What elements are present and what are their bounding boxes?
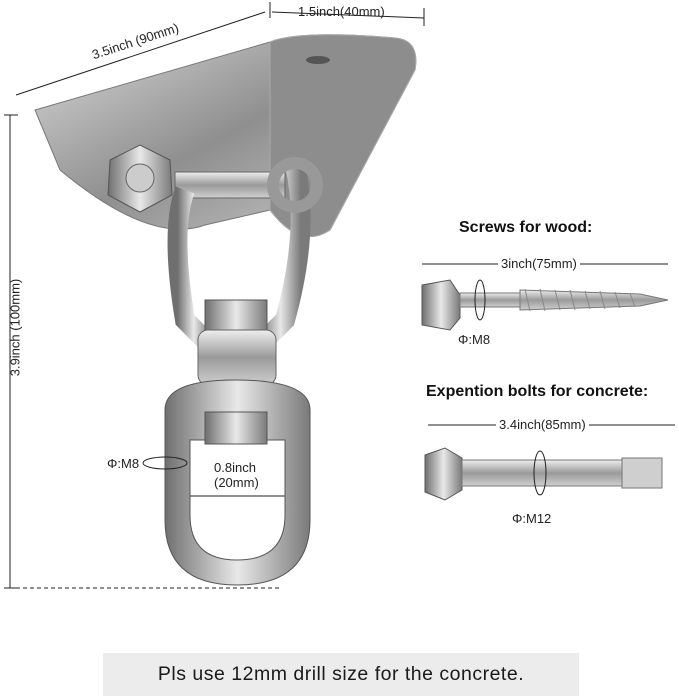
ring-width-label-1: 0.8inch [214,460,256,475]
plate-bolt [107,144,286,213]
wood-screw-thread: Φ:M8 [458,332,491,347]
concrete-bolt-thread: Φ:M12 [512,511,552,526]
thread-indicator [142,456,188,470]
drill-size-note: Pls use 12mm drill size for the concrete… [103,653,579,696]
wood-screw-length: 3inch(75mm) [498,256,580,271]
swivel-ring [164,379,311,586]
swivel-shackle [167,157,323,353]
swivel-body [197,329,277,386]
wood-screw-illustration [421,279,669,331]
ring-thread-label: Φ:M8 [107,456,140,471]
plate-width-label: 1.5inch(40mm) [298,4,385,19]
wood-screw-heading: Screws for wood: [459,219,593,236]
total-height-label: 3.9inch (100mm) [7,278,23,377]
concrete-bolt-illustration [424,447,663,501]
concrete-bolt-heading: Expention bolts for concrete: [426,383,649,400]
concrete-bolt-length: 3.4inch(85mm) [496,417,589,432]
ring-nut [204,411,268,445]
ring-width-label-2: (20mm) [214,475,259,490]
swivel-nut [204,299,268,333]
mounting-plate [34,34,417,238]
